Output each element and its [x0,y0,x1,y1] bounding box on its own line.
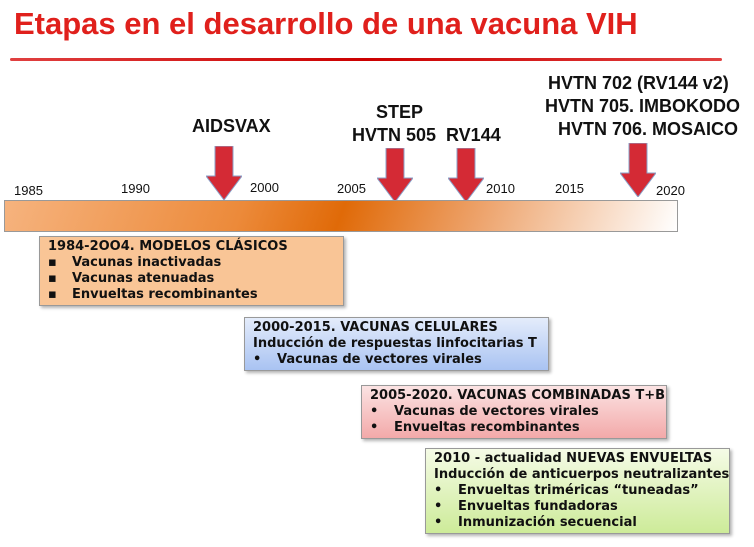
list-item: Envueltas triméricas “tuneadas” [434,483,721,499]
arrow-down-icon [377,148,413,202]
box-vacunas-combinadas: 2005-2020. VACUNAS COMBINADAS T+B Vacuna… [361,385,667,439]
milestone-hvtn705: HVTN 705. IMBOKODO [545,96,741,116]
box-heading: 2005-2020. VACUNAS COMBINADAS T+B [370,388,666,403]
box-nuevas-envueltas: 2010 - actualidad NUEVAS ENVUELTAS Induc… [425,448,730,534]
timeline-bar [4,200,678,232]
list-item: Envueltas recombinantes [48,287,335,303]
box-heading: 2010 - actualidad NUEVAS ENVUELTAS [434,451,713,466]
title-underline [10,58,722,61]
year-label: 1990 [121,181,150,196]
milestone-hvtn706: HVTN 706. MOSAICO [558,119,739,139]
box-heading: 2000-2015. VACUNAS CELULARES [253,320,498,335]
box-modelos-clasicos: 1984-2OO4. MODELOS CLÁSICOS Vacunas inac… [39,236,344,306]
list-item: Envueltas recombinantes [370,420,658,436]
box-subheading: Inducción de anticuerpos neutralizantes [434,467,730,482]
list-item: Inmunización secuencial [434,515,721,531]
year-label: 2020 [656,183,685,198]
box-vacunas-celulares: 2000-2015. VACUNAS CELULARES Inducción d… [244,317,549,371]
year-label: 2000 [250,180,279,195]
arrow-down-icon [620,143,656,197]
year-label: 2015 [555,181,584,196]
list-item: Vacunas atenuadas [48,271,335,287]
list-item: Vacunas inactivadas [48,255,335,271]
box-subheading: Inducción de respuestas linfocitarias T [253,336,537,351]
slide-title: Etapas en el desarrollo de una vacuna VI… [14,6,638,41]
milestone-aidsvax: AIDSVAX [192,116,271,136]
list-item: Vacunas de vectores virales [253,352,540,368]
milestone-hvtn702: HVTN 702 (RV144 v2) [548,73,729,93]
milestone-hvtn505: HVTN 505 [352,125,437,145]
box-heading: 1984-2OO4. MODELOS CLÁSICOS [48,239,288,254]
milestone-rv144: RV144 [446,125,501,145]
list-item: Vacunas de vectores virales [370,404,658,420]
year-label: 2005 [337,181,366,196]
year-label: 1985 [14,183,43,198]
milestone-step: STEP [376,102,424,122]
arrow-down-icon [206,146,242,200]
arrow-down-icon [448,148,484,202]
year-label: 2010 [486,181,515,196]
list-item: Envueltas fundadoras [434,499,721,515]
